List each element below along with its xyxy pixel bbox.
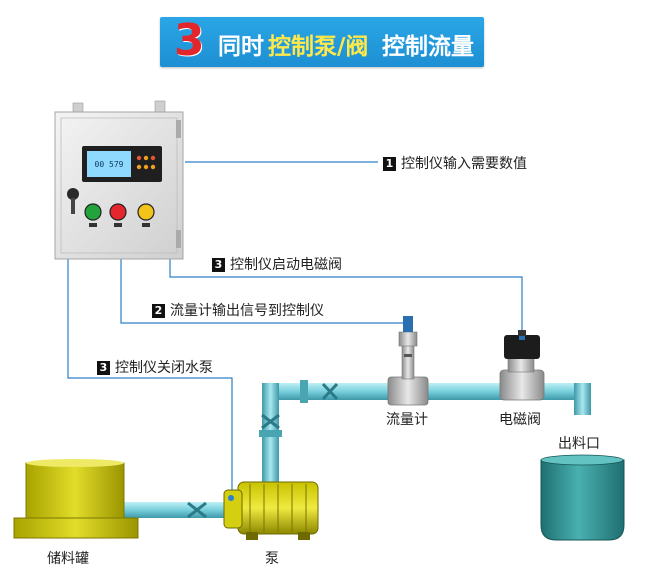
signal-line-valve	[169, 258, 523, 336]
signal-line-pump	[67, 258, 233, 492]
banner-text-1: 同时	[218, 34, 264, 60]
pump-label: 泵	[265, 551, 279, 567]
annotation-text: 控制仪关闭水泵	[115, 360, 213, 376]
storage-tank-label: 储料罐	[47, 551, 89, 567]
annotation-text: 控制仪输入需要数值	[401, 156, 527, 172]
pump-device	[223, 481, 319, 540]
step-number-badge: 3	[97, 361, 110, 375]
solenoid-valve-label: 电磁阀	[499, 412, 541, 428]
pipes	[120, 380, 591, 519]
annotation-text: 流量计输出信号到控制仪	[170, 303, 324, 319]
flowmeter-label: 流量计	[386, 412, 428, 428]
title-banner: 3 同时 控制泵/阀 控制流量	[160, 15, 484, 67]
banner-text-3: 控制流量	[382, 34, 474, 60]
flowmeter-device	[387, 316, 429, 406]
step-number-badge: 1	[383, 157, 396, 171]
annotation-text: 控制仪启动电磁阀	[230, 257, 342, 273]
annotation-start-valve: 3 控制仪启动电磁阀	[212, 254, 342, 274]
step-number-badge: 2	[152, 304, 165, 318]
storage-tank-device	[13, 459, 139, 539]
signal-lines	[67, 161, 523, 492]
outlet-label: 出料口	[558, 436, 600, 452]
annotation-stop-pump: 3 控制仪关闭水泵	[97, 357, 213, 377]
solenoid-valve-device	[499, 330, 545, 401]
banner-number: 3	[174, 15, 205, 66]
step-number-badge: 3	[212, 258, 225, 272]
control-cabinet: 00 579	[54, 100, 184, 260]
banner-text-2: 控制泵/阀	[268, 34, 369, 60]
annotation-input-values: 1 控制仪输入需要数值	[383, 153, 527, 173]
controller-display-text: 00 579	[95, 160, 124, 169]
annotation-flowmeter-signal: 2 流量计输出信号到控制仪	[152, 300, 324, 320]
outlet-container-device	[540, 454, 625, 541]
